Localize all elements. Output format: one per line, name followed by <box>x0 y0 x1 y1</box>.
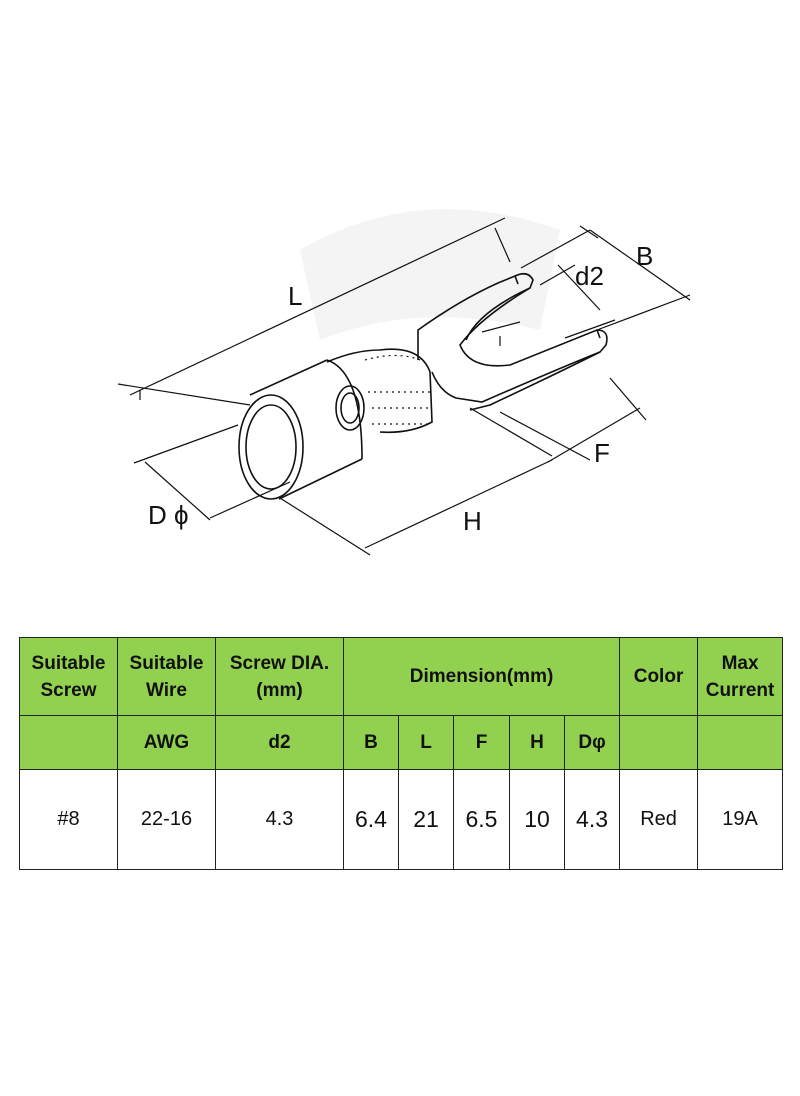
header-row-1: Suitable Screw Suitable Wire Screw DIA. … <box>19 637 784 716</box>
cell-l: 21 <box>398 769 454 870</box>
terminal-barrel <box>238 348 433 500</box>
table-row: #8 22-16 4.3 6.4 21 6.5 10 4.3 Red 19A <box>19 769 784 870</box>
subheader-d: Dφ <box>563 715 621 770</box>
header-dimension: Dimension(mm) <box>342 637 621 716</box>
header-suitable-wire: Suitable Wire <box>117 637 216 716</box>
subheader-h: H <box>509 715 565 770</box>
cell-current: 19A <box>697 769 784 870</box>
cell-f: 6.5 <box>453 769 510 870</box>
label-l: L <box>288 281 302 311</box>
subheader-l: L <box>398 715 454 770</box>
header-color: Color <box>619 637 699 716</box>
cell-screw: #8 <box>19 769 118 870</box>
subheader-awg: AWG <box>117 715 216 770</box>
header-max-current: Max Current <box>697 637 784 716</box>
cell-b: 6.4 <box>343 769 399 870</box>
label-f: F <box>594 438 610 468</box>
terminal-fork <box>417 272 608 411</box>
label-b: B <box>636 241 653 271</box>
header-suitable-screw: Suitable Screw <box>19 637 118 716</box>
subheader-f: F <box>453 715 510 770</box>
label-d: D ϕ <box>148 500 189 530</box>
header-row-2: AWG d2 B L F H Dφ <box>19 715 784 770</box>
subheader-color <box>619 715 699 770</box>
cell-screw-dia: 4.3 <box>215 769 344 870</box>
spec-table: Suitable Screw Suitable Wire Screw DIA. … <box>19 637 784 870</box>
cell-wire: 22-16 <box>117 769 216 870</box>
dimension-lines <box>117 217 691 556</box>
header-screw-dia: Screw DIA. (mm) <box>215 637 344 716</box>
subheader-screw <box>19 715 118 770</box>
subheader-current <box>697 715 784 770</box>
spade-terminal-drawing: L B d2 F H D ϕ <box>117 209 691 556</box>
cell-h: 10 <box>509 769 565 870</box>
label-h: H <box>463 506 482 536</box>
cell-color: Red <box>619 769 699 870</box>
label-d2: d2 <box>575 261 604 291</box>
cell-d: 4.3 <box>563 769 621 870</box>
subheader-d2: d2 <box>215 715 344 770</box>
subheader-b: B <box>343 715 399 770</box>
